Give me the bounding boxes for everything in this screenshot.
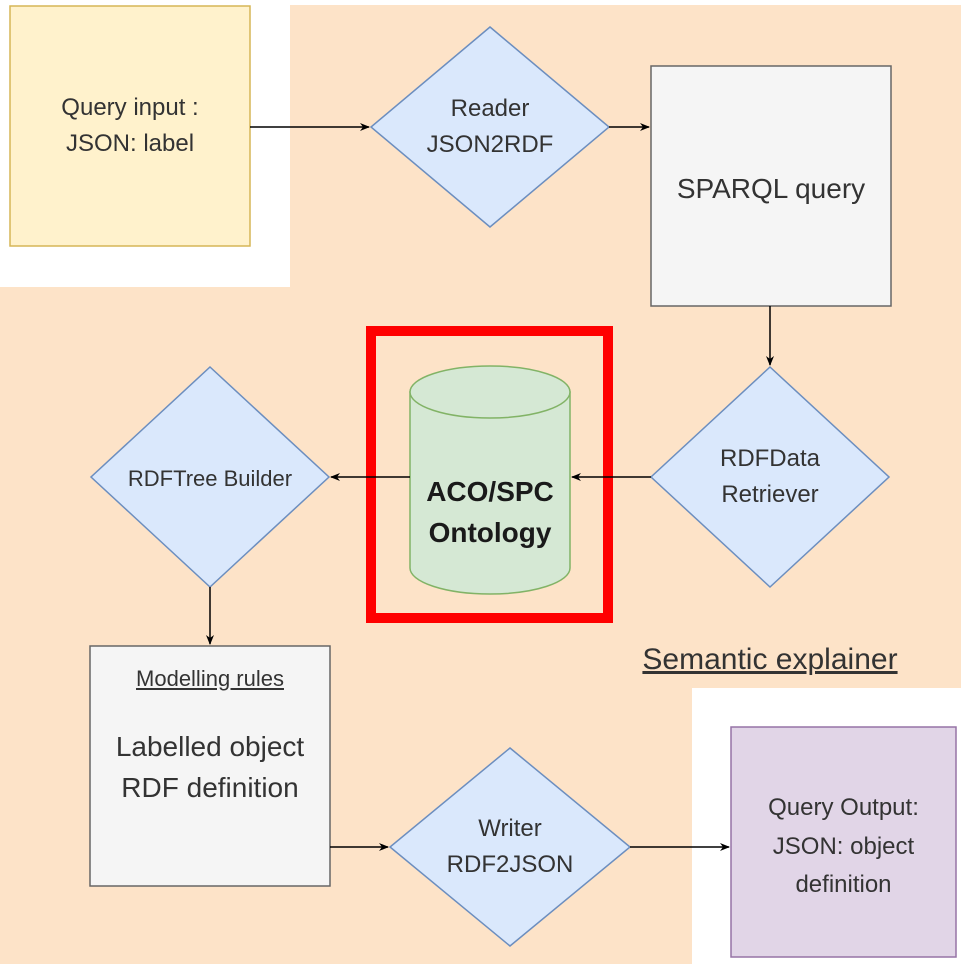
ontology-label: ACO/SPC Ontology xyxy=(410,468,570,558)
retriever-line2: Retriever xyxy=(721,481,819,508)
retriever-line1: RDFData xyxy=(719,445,821,472)
query-output-line1: Query Output: xyxy=(768,794,919,822)
tree-builder-text: RDFTree Builder xyxy=(127,465,293,491)
modelling-line1: Labelled object xyxy=(115,731,305,763)
query-input-line2: JSON: label xyxy=(65,130,195,157)
modelling-body: Labelled object RDF definition xyxy=(90,725,330,811)
ontology-cylinder-top xyxy=(409,365,571,419)
query-output-line3: definition xyxy=(795,871,892,899)
query-input-box[interactable] xyxy=(9,5,251,247)
modelling-heading-text: Modelling rules xyxy=(136,665,284,691)
ontology-line1: ACO/SPC xyxy=(426,476,554,508)
ontology-line2: Ontology xyxy=(428,517,552,548)
cylinder-icon[interactable] xyxy=(409,365,571,595)
writer-diamond[interactable] xyxy=(388,747,632,947)
query-output-label: Query Output: JSON: object definition xyxy=(731,787,956,907)
reader-line2: JSON2RDF xyxy=(426,131,554,158)
query-input-label: Query input : JSON: label xyxy=(10,86,250,166)
writer-line2: RDF2JSON xyxy=(446,851,574,878)
semantic-explainer-text: Semantic explainer xyxy=(642,642,898,676)
tree-builder-label: RDFTree Builder xyxy=(96,460,324,496)
reader-label: Reader JSON2RDF xyxy=(400,87,580,167)
query-output-line2: JSON: object xyxy=(772,832,915,860)
query-input-line1: Query input : xyxy=(61,94,199,121)
modelling-line2: RDF definition xyxy=(121,772,299,803)
modelling-heading: Modelling rules xyxy=(90,660,330,696)
writer-line1: Writer xyxy=(478,815,542,842)
sparql-query-label: SPARQL query xyxy=(651,166,891,212)
reader-diamond[interactable] xyxy=(369,26,611,228)
sparql-query-box[interactable] xyxy=(650,65,892,307)
sparql-query-text: SPARQL query xyxy=(676,173,866,204)
reader-line1: Reader xyxy=(450,95,530,122)
edges xyxy=(206,123,774,851)
modelling-rules-box[interactable] xyxy=(89,645,331,887)
semantic-explainer-label: Semantic explainer xyxy=(612,638,928,680)
writer-label: Writer RDF2JSON xyxy=(420,807,600,887)
ontology-cylinder-body xyxy=(409,391,571,595)
ontology-highlight-frame xyxy=(366,326,613,623)
retriever-label: RDFData Retriever xyxy=(680,437,860,517)
query-output-box[interactable] xyxy=(730,726,957,958)
rdfdata-retriever-diamond[interactable] xyxy=(649,365,891,589)
